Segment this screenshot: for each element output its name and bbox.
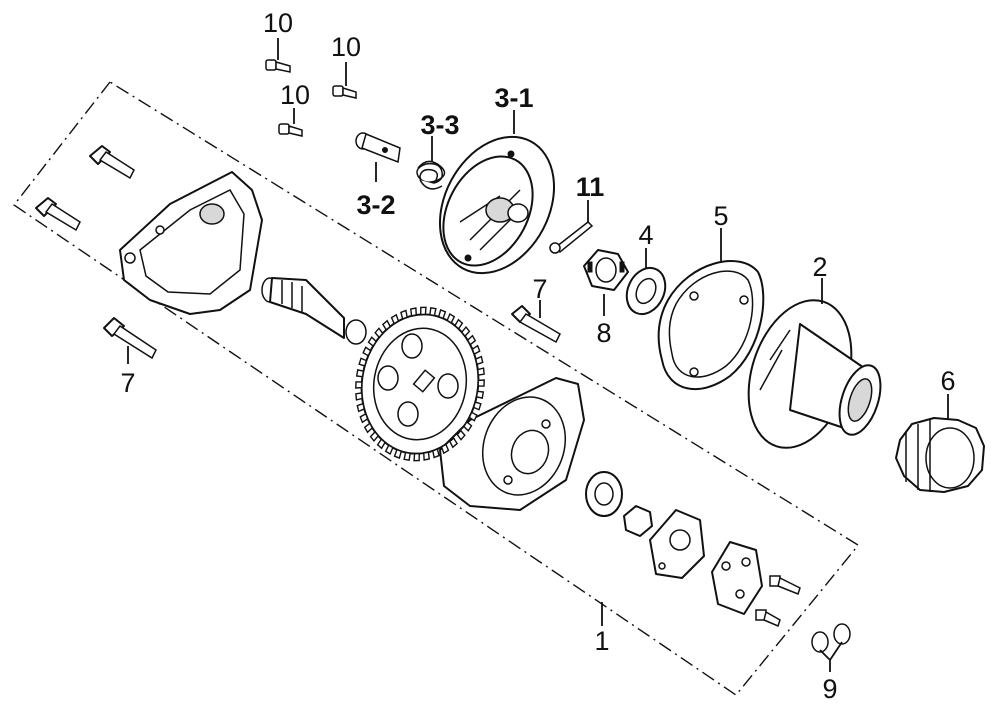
spline-gear-6 (895, 417, 985, 493)
callout-5: 5 (713, 201, 728, 231)
gear-tooth (472, 401, 482, 411)
callout-8: 8 (596, 318, 611, 348)
gear-tooth (432, 448, 440, 459)
callout-7-a: 7 (532, 274, 547, 304)
gear-tooth (420, 306, 427, 316)
gear-tooth (462, 420, 473, 432)
gear-tooth (374, 327, 384, 339)
gear-tooth (413, 452, 420, 462)
callout-6: 6 (940, 366, 955, 396)
callout-11: 11 (576, 172, 605, 202)
rotor-shaft (261, 277, 367, 345)
outer-rotor (585, 471, 623, 517)
gear-tooth (362, 346, 372, 357)
gear-tooth (355, 392, 363, 401)
bolt-7-upper-left (89, 145, 135, 180)
pump-housing-3-1 (438, 135, 556, 275)
gear-tooth (448, 437, 459, 449)
cotter-pin-11 (549, 221, 594, 254)
screw-10-c (278, 123, 303, 137)
callout-1: 1 (594, 626, 609, 656)
callout-10-a: 10 (263, 8, 293, 38)
pump-cover-upper (119, 171, 263, 315)
gear-tooth (384, 444, 394, 456)
gear-tooth (369, 430, 380, 443)
cover-plate (649, 509, 705, 579)
callout-2: 2 (812, 252, 827, 282)
gear-tooth (440, 443, 450, 455)
gear-tooth (468, 411, 478, 422)
gear-tooth (381, 319, 392, 331)
callout-4: 4 (638, 220, 653, 250)
bolt-7-center (511, 305, 561, 344)
inner-rotor (623, 505, 653, 537)
gear-tooth (393, 448, 403, 459)
gear-tooth (355, 381, 363, 389)
gear-tooth (477, 379, 485, 387)
gear-tooth (466, 334, 477, 346)
callout-10-c: 10 (280, 80, 310, 110)
flange-2 (747, 299, 882, 449)
gear-tooth (474, 355, 484, 366)
gear-tooth (358, 357, 368, 367)
bolt-7-lower-left (35, 197, 81, 232)
gear-tooth (409, 307, 417, 317)
driven-gear-teeth (355, 306, 485, 462)
screw-10-b (332, 85, 357, 99)
gear-tooth (475, 390, 485, 399)
nut-8 (583, 249, 629, 291)
callout-9: 9 (822, 674, 837, 704)
callout-3-1: 3-1 (494, 83, 533, 113)
callout-7-b: 7 (120, 368, 135, 398)
gear-tooth (460, 325, 471, 338)
screw-lower-a (769, 575, 801, 595)
screw-lower-b (755, 609, 781, 628)
o-ring-9-a (811, 631, 829, 653)
end-cap (711, 541, 763, 615)
gear-tooth (471, 344, 481, 356)
gear-tooth (437, 309, 447, 320)
gear-tooth (454, 318, 464, 330)
pump-body-lower (439, 377, 585, 511)
leader-lines (127, 38, 949, 672)
gear-tooth (400, 309, 408, 320)
washer-4 (625, 266, 667, 316)
gear-tooth (363, 422, 374, 434)
gear-tooth (359, 412, 369, 424)
gear-tooth (456, 429, 466, 441)
gear-tooth (446, 312, 456, 324)
spring-3-3 (416, 160, 446, 190)
gear-tooth (403, 451, 411, 462)
gear-tooth (355, 369, 365, 378)
gear-tooth (356, 402, 366, 413)
callout-10-b: 10 (331, 32, 361, 62)
gear-tooth (376, 438, 386, 450)
gear-tooth (423, 451, 431, 461)
gear-tooth (390, 313, 400, 325)
pin-3-2 (355, 132, 401, 164)
assembly-boundary-part-1 (12, 81, 859, 696)
callout-3-3: 3-3 (420, 110, 459, 140)
o-ring-9-b (833, 623, 851, 645)
screw-10-a (265, 59, 291, 73)
gear-tooth (477, 367, 485, 376)
bolt-7-bottom-left (103, 317, 157, 360)
gear-tooth (367, 336, 378, 348)
gear-tooth (429, 306, 437, 317)
callout-3-2: 3-2 (356, 190, 395, 220)
gasket-5 (657, 260, 765, 390)
